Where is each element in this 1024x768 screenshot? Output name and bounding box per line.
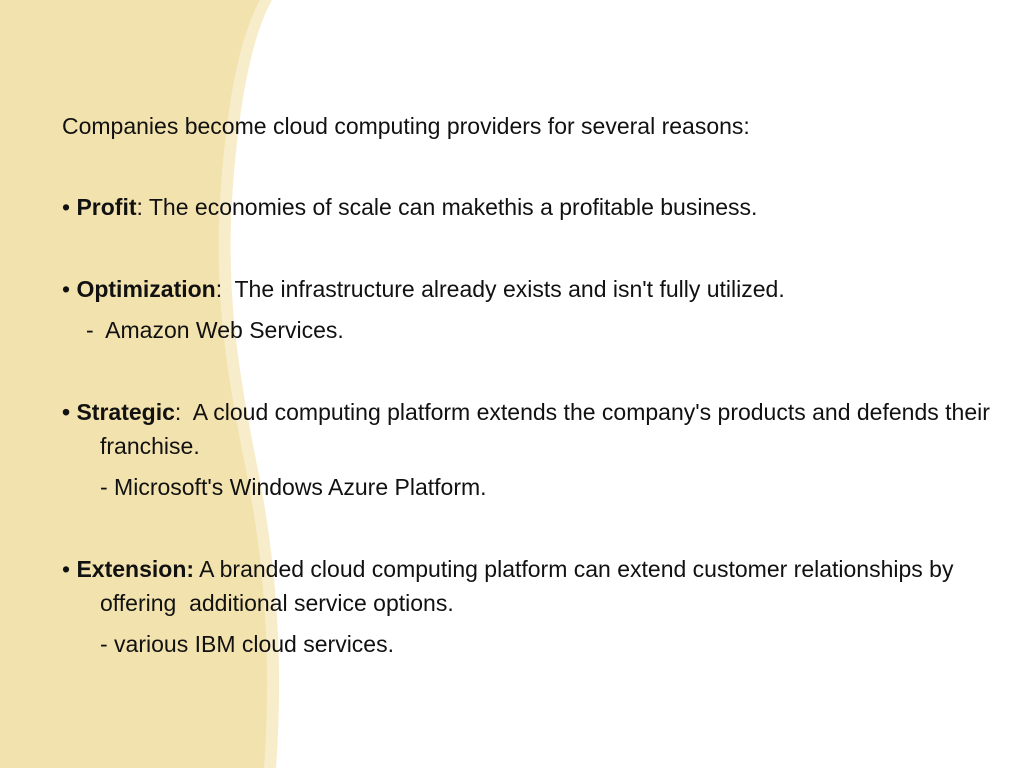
bullet-separator: : [136,194,143,220]
bullet-marker: • [62,556,71,582]
bullet-title: Extension: [76,556,195,582]
bullet-text: The economies of scale can makethis a pr… [142,194,758,220]
bullet-title: Optimization [76,276,216,302]
bullet-optimization: • Optimization: The infrastructure alrea… [62,272,785,306]
bullet-example: - various IBM cloud services. [100,631,394,657]
bullet-marker: • [62,399,71,425]
bullet-extension: • Extension: A branded cloud computing p… [62,552,1024,620]
intro-text: Companies become cloud computing provide… [62,113,750,139]
bullet-marker: • [62,276,71,302]
bullet-marker: • [62,194,71,220]
bullet-profit: • Profit: The economies of scale can mak… [62,190,757,224]
bullet-text: The infrastructure already exists and is… [222,276,785,302]
bullet-title: Strategic [76,399,175,425]
bullet-separator: : [215,276,223,302]
bullet-title: Profit [76,194,137,220]
bullet-text: A branded cloud computing platform can e… [100,556,960,616]
bullet-text: A cloud computing platform extends the c… [100,399,997,459]
bullet-strategic: • Strategic: A cloud computing platform … [62,395,1024,463]
bullet-example: - Amazon Web Services. [86,317,344,343]
bullet-separator: : [174,399,182,425]
bullet-example: - Microsoft's Windows Azure Platform. [100,474,487,500]
band-fill [0,0,268,768]
